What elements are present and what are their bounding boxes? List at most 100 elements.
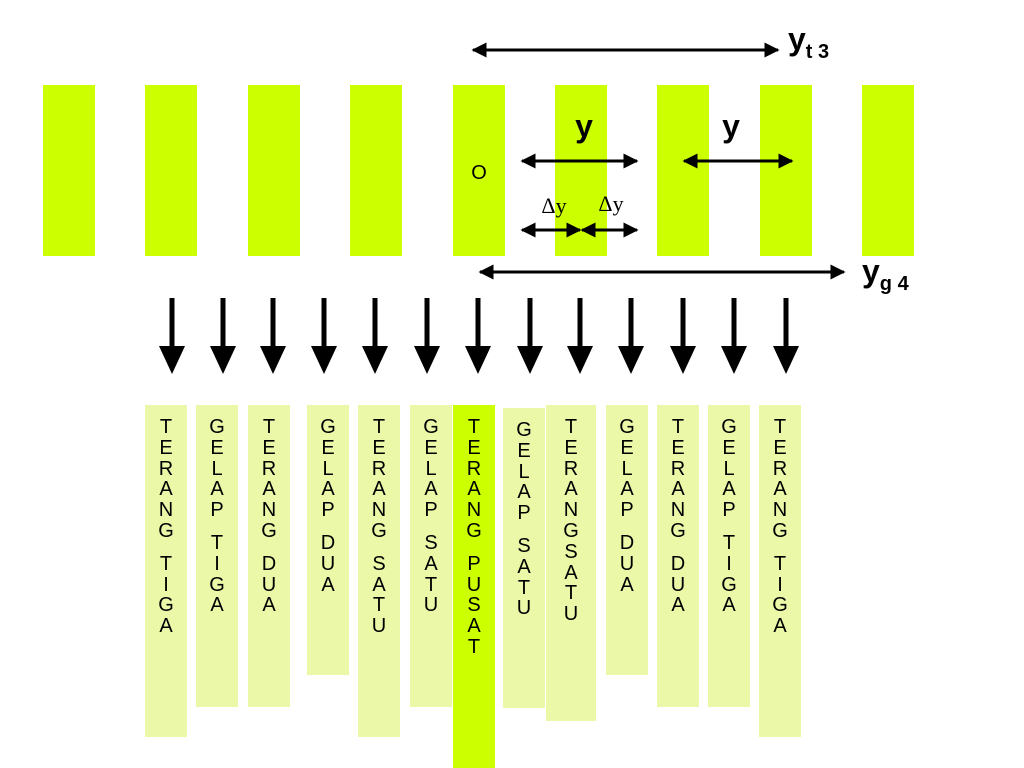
fringe-letter: R [772,457,788,480]
fringe-letter: D [261,552,277,575]
fringe-letter: T [372,416,386,438]
fringe-letter: G [261,519,277,542]
fringe-letter: I [214,552,220,575]
fringe-letter: U [423,594,439,617]
down-arrow-icon [311,298,337,374]
fringe-letter: T [159,552,173,575]
fringe-letter: G [619,416,635,438]
yg4-label: yg 4 [862,253,910,295]
fringe-letter: G [721,573,737,596]
fringe-letter: E [159,436,173,459]
fringe-letter: A [321,573,335,596]
fringe-letter: A [671,478,685,501]
slit-bar [760,85,812,256]
fringe-letter: G [772,519,788,542]
fringe-letter: G [371,519,387,542]
slit-bar [453,85,505,256]
fringe-letter: G [158,594,174,617]
fringe-letter: L [425,457,437,480]
fringe-letter: L [621,457,633,480]
fringe-letter: P [321,499,335,522]
fringe-letter: A [372,573,386,596]
down-arrow-icon [670,298,696,374]
fringe-letter: T [372,594,386,617]
fringe-letter: A [517,555,531,578]
fringe-letter: U [320,552,336,575]
fringe-letter: P [210,499,224,522]
fringe-letter: L [723,457,735,480]
fringe-letter: U [466,573,482,596]
downward-arrows [159,298,799,374]
fringe-letter: G [158,519,174,542]
fringe-letter: U [563,603,579,626]
down-arrow-icon [465,298,491,374]
fringe-letter: S [564,540,578,563]
fringe-letter: G [563,519,579,542]
fringe-letter: G [209,416,225,438]
fringe-letter: A [262,594,276,617]
fringe-letter: T [424,573,438,596]
fringe-letter: G [466,519,482,542]
down-arrow-icon [210,298,236,374]
fringe-letter: T [564,416,578,438]
fringe-letter: N [371,499,387,522]
fringe-letter: E [773,436,787,459]
fringe-letter: P [620,499,634,522]
fringe-letter: T [773,552,787,575]
slit-bar [43,85,95,256]
fringe-letter: N [670,499,686,522]
fringe-letter: A [159,615,173,638]
down-arrow-icon [618,298,644,374]
delta-y-label-left: Δy [541,193,566,218]
fringe-letter: P [424,499,438,522]
fringe-letter: A [722,478,736,501]
fringe-letter: N [563,499,579,522]
down-arrow-icon [159,298,185,374]
fringe-letter: A [467,478,481,501]
fringe-letter: N [158,499,174,522]
fringe-letter: N [466,499,482,522]
fringe-letter: A [424,552,438,575]
fringe-letter: S [424,531,438,554]
fringe-letter: L [322,457,334,480]
fringe-letter: G [721,416,737,438]
fringe-letter: A [564,561,578,584]
fringe-letter: L [211,457,223,480]
fringe-letter: R [563,457,579,480]
fringe-letter: T [467,635,481,658]
fringe-letter: A [620,478,634,501]
fringe-letter: D [670,552,686,575]
origin-label: O [471,162,487,184]
fringe-letter: L [518,460,530,483]
fringe-letter: E [722,436,736,459]
fringe-letter: S [517,534,531,557]
fringe-letter: G [320,416,336,438]
fringe-letter: A [564,478,578,501]
down-arrow-icon [567,298,593,374]
fringe-letter: E [671,436,685,459]
fringe-letter: A [321,478,335,501]
fringe-letter: N [772,499,788,522]
fringe-letter: T [722,531,736,554]
fringe-letter: T [517,576,531,599]
down-arrow-icon [362,298,388,374]
fringe-letter: A [159,478,173,501]
delta-y-label-right: Δy [598,191,623,216]
fringe-letter: U [516,597,532,620]
fringe-letter: R [261,457,277,480]
fringe-letter: S [467,594,481,617]
down-arrow-icon [414,298,440,374]
fringe-letter: U [371,615,387,638]
fringe-letter: U [261,573,277,596]
fringe-letter: E [424,436,438,459]
down-arrow-icon [721,298,747,374]
